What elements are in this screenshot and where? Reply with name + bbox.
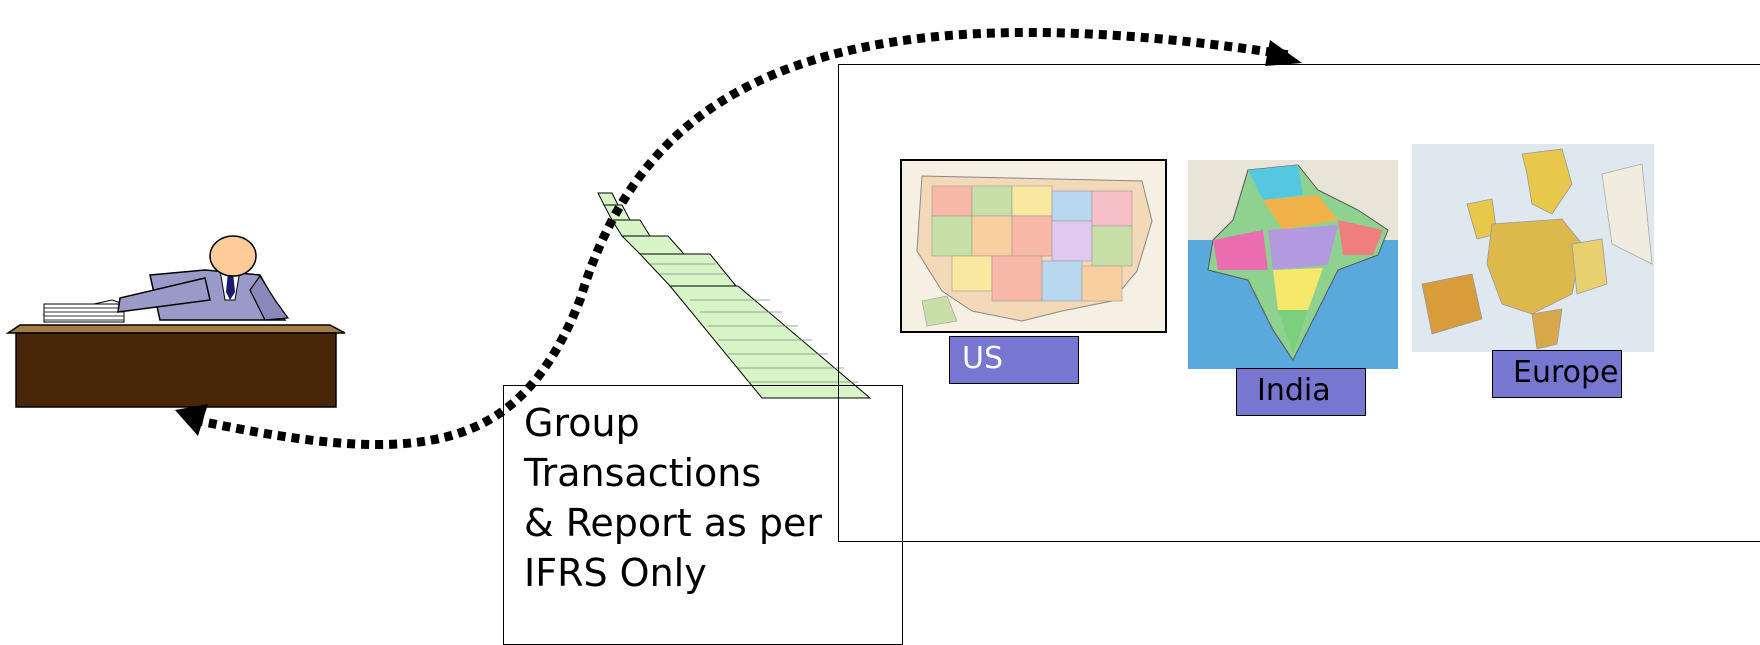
us-map-image bbox=[900, 159, 1167, 333]
dotted-curved-arrow-icon bbox=[175, 28, 1302, 450]
region-label-india: India bbox=[1236, 368, 1366, 416]
paper-stack-icon bbox=[42, 299, 126, 323]
region-label-us: US bbox=[949, 336, 1079, 384]
regions-frame bbox=[838, 64, 1760, 542]
businessman-at-desk-icon bbox=[5, 235, 346, 408]
caption-text: Group Transactions & Report as per IFRS … bbox=[524, 401, 823, 595]
india-map-image bbox=[1188, 160, 1398, 369]
region-label-europe: Europe bbox=[1492, 350, 1622, 398]
continuous-paper-report-icon bbox=[597, 192, 872, 399]
europe-map-image bbox=[1412, 144, 1654, 352]
